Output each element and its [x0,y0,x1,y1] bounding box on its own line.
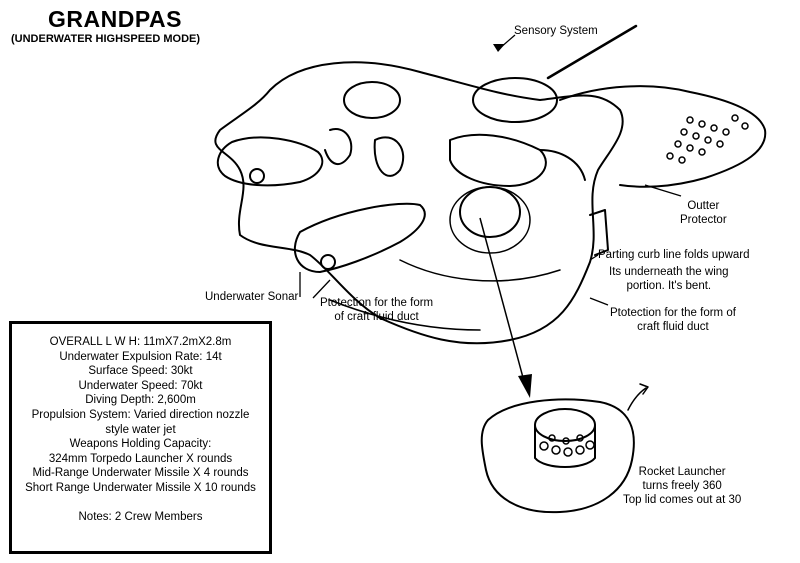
spec-line: Diving Depth: 2,600m [85,394,196,407]
sensory-system-label: Sensory System [514,25,598,37]
spec-line: style water jet [105,423,176,436]
parting-curb-label: Parting curb line folds upward [598,249,750,261]
spec-line: Underwater Speed: 70kt [78,379,203,392]
spec-line: Short Range Underwater Missile X 10 roun… [25,481,256,494]
protection-left-label: Ptotection for the form of craft fluid d… [320,297,434,323]
spec-line: Surface Speed: 30kt [88,365,193,378]
spec-line: 324mm Torpedo Launcher X rounds [48,452,233,465]
spec-line: Weapons Holding Capacity: [69,438,212,451]
page-subtitle: (UNDERWATER HIGHSPEED MODE) [11,33,201,45]
spec-line: Underwater Expulsion Rate: 14t [59,350,222,363]
page-title: GRANDPAS [48,6,182,32]
spec-line: Mid-Range Underwater Missile X 4 rounds [32,467,249,480]
spec-line: Propulsion System: Varied direction nozz… [31,408,250,421]
rocket-launcher-label: Rocket Launcher turns freely 360 Top lid… [623,466,742,506]
protection-right-label: Ptotection for the form of craft fluid d… [610,307,736,333]
spec-line: OVERALL L W H: 11mX7.2mX2.8m [49,336,232,348]
outter-protector-label: Outter Protector [680,200,727,226]
underneath-wing-label: Its underneath the wing portion. It's be… [609,266,729,292]
specifications-box: OVERALL L W H: 11mX7.2mX2.8m Underwater … [9,321,272,554]
underwater-sonar-label: Underwater Sonar [205,291,299,303]
spec-notes: Notes: 2 Crew Members [78,510,203,523]
